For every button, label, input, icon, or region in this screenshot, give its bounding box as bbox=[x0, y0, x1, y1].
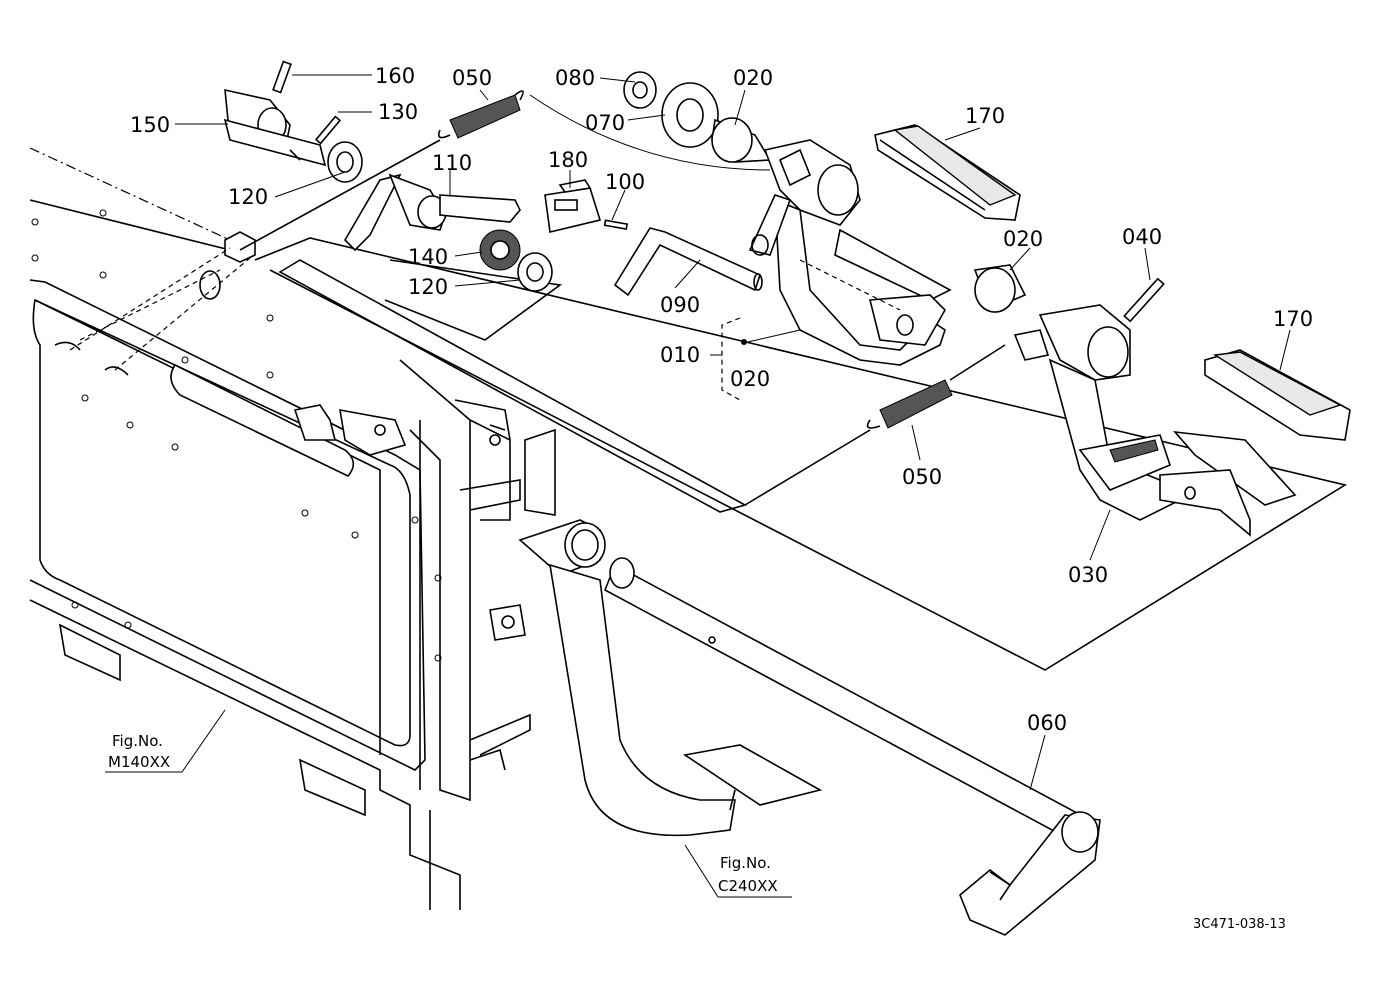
label-030: 030 bbox=[1068, 563, 1108, 587]
brake-pedal-030 bbox=[1013, 304, 1297, 537]
label-080: 080 bbox=[555, 66, 595, 90]
label-110: 110 bbox=[432, 151, 472, 175]
label-160: 160 bbox=[375, 64, 415, 88]
pedal-pad-170-right bbox=[1204, 349, 1351, 441]
label-020-mid: 020 bbox=[1003, 227, 1043, 251]
label-060: 060 bbox=[1027, 711, 1067, 735]
rod-090 bbox=[613, 227, 763, 297]
washers-080-070-020 bbox=[623, 71, 772, 163]
pedal-pad-170-top bbox=[874, 124, 1021, 221]
drawing-code: 3C471-038-13 bbox=[1193, 917, 1286, 932]
bushing-020-mid bbox=[973, 264, 1027, 313]
main-shaft-assembly bbox=[518, 519, 1101, 936]
label-010: 010 bbox=[660, 343, 700, 367]
frame-holes bbox=[31, 209, 442, 662]
label-020-top: 020 bbox=[733, 66, 773, 90]
part-150-assembly bbox=[223, 60, 363, 183]
spring-050-top bbox=[239, 90, 771, 251]
spring-050-bottom bbox=[744, 344, 1006, 506]
lever-110-assembly bbox=[343, 173, 629, 292]
label-040: 040 bbox=[1122, 225, 1162, 249]
label-170-top: 170 bbox=[965, 104, 1005, 128]
pin-040 bbox=[1123, 277, 1165, 323]
label-050-bottom: 050 bbox=[902, 465, 942, 489]
label-130: 130 bbox=[378, 100, 418, 124]
leader-lines bbox=[105, 74, 1291, 898]
part-labels: 160 050 080 020 150 130 070 170 110 180 … bbox=[130, 64, 1313, 735]
label-120-top: 120 bbox=[228, 185, 268, 209]
label-050-top: 050 bbox=[452, 66, 492, 90]
label-170-right: 170 bbox=[1273, 307, 1313, 331]
brake-pedal-010 bbox=[748, 139, 952, 366]
label-070: 070 bbox=[585, 111, 625, 135]
figure-references: Fig.No. M140XX Fig.No. C240XX bbox=[108, 732, 778, 895]
label-090: 090 bbox=[660, 293, 700, 317]
label-120-bottom: 120 bbox=[408, 275, 448, 299]
label-140: 140 bbox=[408, 245, 448, 269]
label-100: 100 bbox=[605, 170, 645, 194]
label-150: 150 bbox=[130, 113, 170, 137]
fig-ref-left-code: M140XX bbox=[108, 753, 170, 771]
fig-ref-left-title: Fig.No. bbox=[112, 732, 163, 750]
frame-chassis bbox=[29, 147, 556, 910]
fig-ref-right-title: Fig.No. bbox=[720, 854, 771, 872]
fig-ref-right-code: C240XX bbox=[718, 877, 778, 895]
label-020-group: 020 bbox=[730, 367, 770, 391]
label-180: 180 bbox=[548, 148, 588, 172]
